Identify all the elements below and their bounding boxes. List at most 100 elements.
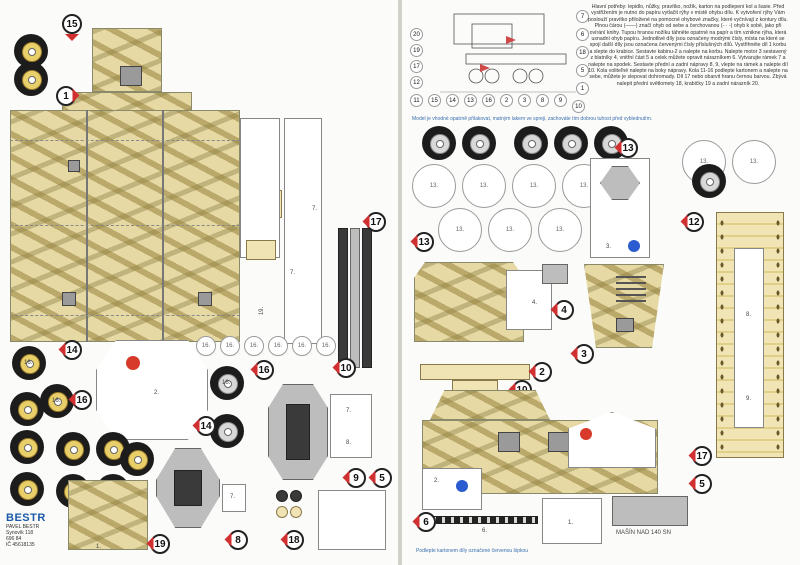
small-box-part [542,498,602,544]
wheel-mid-5 [210,414,244,448]
label-part-7-small: 7. [230,494,236,500]
part-badge-13-b: 13 [414,232,434,252]
bed-fold-horizontal-3 [10,315,240,316]
brand-block: BESTR PAVEL BESTR Synovík 118 696 84 IČ … [6,512,46,548]
right-sheet: 20 19 17 11 15 14 13 16 7 6 18 5 1 2 3 8… [402,0,800,565]
bed-fold-horizontal-2 [10,225,240,226]
fender-grey-block [542,264,568,284]
diagram-number-18: 18 [576,46,589,59]
bed-fold-lines [86,110,88,342]
wheel-mid-4 [210,366,244,400]
wheel-right-2 [462,126,496,160]
diagram-number-7: 7 [576,10,589,23]
part-badge-2: 2 [532,362,552,382]
disc-16-6: 16. [316,336,336,356]
diagram-number-16: 16 [482,94,495,107]
red-marker-dot [126,356,140,370]
label-part-2: 2. [154,390,160,396]
part-badge-16-a: 16 [254,360,274,380]
label-part-1-bottom: 1. [96,544,102,550]
part-badge-16-b: 16 [72,390,92,410]
bed-window-1 [68,160,80,172]
bed-fold-horizontal [10,140,240,141]
left-sheet: 15 1 7. 19. 7. 17 16. 16. 16. 16. 16. 16… [0,0,398,565]
brand-line-2: Synovík 118 [6,530,34,536]
part-badge-10: 10 [336,358,356,378]
disc-16-2: 16. [220,336,240,356]
cab-side-part [430,390,550,420]
cab-roof-part [92,28,162,92]
black-strip-1 [338,228,348,368]
label-part-8: 8. [746,312,752,318]
wheel-label-1: 16. [24,360,33,366]
diagram-number-10: 10 [572,100,585,113]
wheel-label-3: 16. [222,380,231,386]
part-badge-18: 18 [284,530,304,550]
headlight-base-1 [276,506,288,518]
label-part-4: 4. [532,300,538,306]
wheel-bottom-2 [56,432,90,466]
rail-center-white [734,248,764,428]
brand-logo: BESTR [6,512,46,524]
part-badge-19: 19 [150,534,170,554]
blue-marker-dot-2 [456,480,468,492]
fender-part [414,262,524,342]
diagram-number-1: 1 [576,82,589,95]
diagram-number-5: 5 [576,64,589,77]
disc-16-5: 16. [292,336,312,356]
label-part-2-cab: 2. [434,478,440,484]
wheel-mid-3 [10,392,44,426]
wheel-mid-2 [40,384,74,418]
disc-16-1: 16. [196,336,216,356]
label-part-9: 9. [746,396,752,402]
cab-window [120,66,142,86]
hood-vents [616,276,646,306]
part-badge-8: 8 [228,530,248,550]
part-badge-15: 15 [62,14,82,41]
wheel-right-6 [692,164,726,198]
headlight-1 [276,490,288,502]
cab-window-1 [498,432,520,452]
cardboard-hint: Podlepte kartonem díly označené červenou… [416,548,529,554]
brand-line-3: 696 84 [6,536,22,542]
disc-13-5: 13. [438,208,482,252]
bumper-part [420,364,530,380]
part-badge-5: 5 [692,474,712,494]
truck-bed-part [10,110,240,342]
disc-13-7: 13. [538,208,582,252]
bed-floor-part [68,480,148,550]
footer-code: MAŠÍN NAD 140 SN [616,530,672,536]
part-badge-1: 1 [56,86,76,106]
wheel-mid-1 [12,346,46,380]
part-badge-17: 17 [692,446,712,466]
label-part-6: 6. [482,528,488,534]
part-badge-6: 6 [416,512,436,532]
wheel-bottom-4 [120,442,154,476]
part-badge-14-b: 14 [196,416,216,436]
bed-window-2 [62,292,76,306]
headlight-base-2 [290,506,302,518]
brand-line-4: IČ 45618135 [6,542,35,548]
grey-strip-1 [350,228,360,368]
part-badge-13-a: 13 [618,138,638,158]
disc-13-3: 13. [512,164,556,208]
diagram-number-11: 11 [410,94,423,107]
part-badge-12: 12 [684,212,704,232]
footer-logo-strip [612,496,688,526]
diagram-number-15: 15 [428,94,441,107]
headlight-2 [290,490,302,502]
label-part-3: 3. [606,244,612,250]
grille-rack [426,516,538,524]
diagram-number-9: 9 [554,94,567,107]
wheel-right-1 [422,126,456,160]
label-part-19: 19. [259,306,266,316]
part-badge-5: 5 [372,468,392,488]
cab-window-2 [548,432,570,452]
disc-16-3: 16. [244,336,264,356]
part-badge-14-a: 14 [62,340,82,360]
part-badge-3: 3 [574,344,594,364]
label-part-7-chassis: 7. [346,408,352,414]
label-part-1: 1. [568,520,574,526]
frame-strip-part [284,118,322,344]
label-part-8-chassis: 8. [346,440,352,446]
